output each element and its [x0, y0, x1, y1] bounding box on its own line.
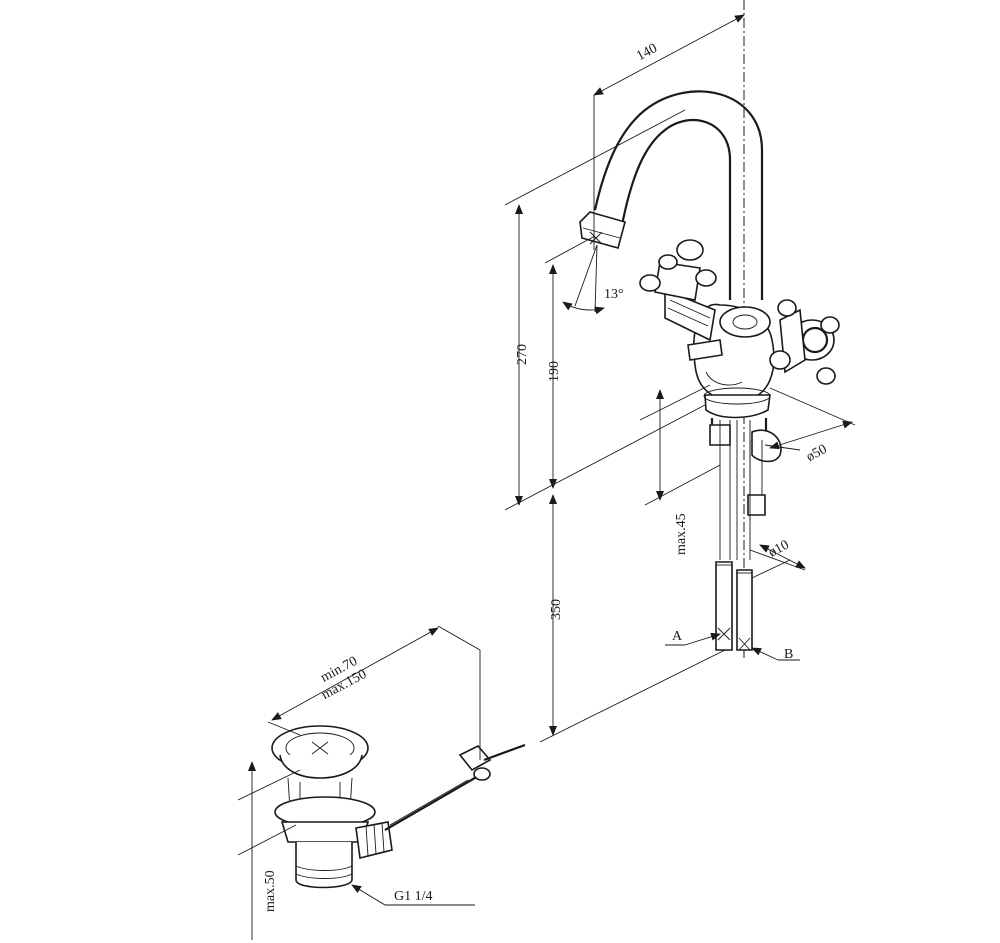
- dim-190-label: 190: [547, 361, 562, 382]
- dim-350-label: 350: [549, 599, 564, 620]
- spout: [579, 90, 764, 300]
- label-thread-text: G1 1/4: [394, 889, 433, 904]
- dim-max50: max.50: [237, 761, 301, 940]
- dim-angle-label: 13°: [604, 287, 624, 302]
- dim-max50-label: max.50: [263, 870, 278, 912]
- dim-140-label: 140: [634, 41, 660, 64]
- dim-angle: 13°: [562, 244, 624, 315]
- right-cross-handle: [769, 299, 840, 385]
- dim-dia10: ø10: [749, 538, 806, 579]
- label-b: B: [751, 647, 800, 662]
- pop-up-waste: [271, 725, 526, 889]
- label-b-text: B: [784, 647, 793, 662]
- label-a-text: A: [672, 629, 683, 644]
- left-cross-handle: [639, 239, 723, 361]
- dim-270: 270: [504, 109, 706, 511]
- dim-dia50-label: ø50: [804, 442, 830, 465]
- dim-350: 350: [539, 494, 726, 743]
- dim-max45: max.45: [639, 384, 721, 555]
- dim-max45-label: max.45: [674, 513, 689, 555]
- dim-270-label: 270: [515, 344, 530, 365]
- dim-190: 190: [544, 235, 596, 489]
- label-a: A: [665, 629, 721, 646]
- mounting-shank: [709, 418, 782, 520]
- supply-hoses: [715, 420, 753, 651]
- label-thread: G1 1/4: [351, 884, 475, 906]
